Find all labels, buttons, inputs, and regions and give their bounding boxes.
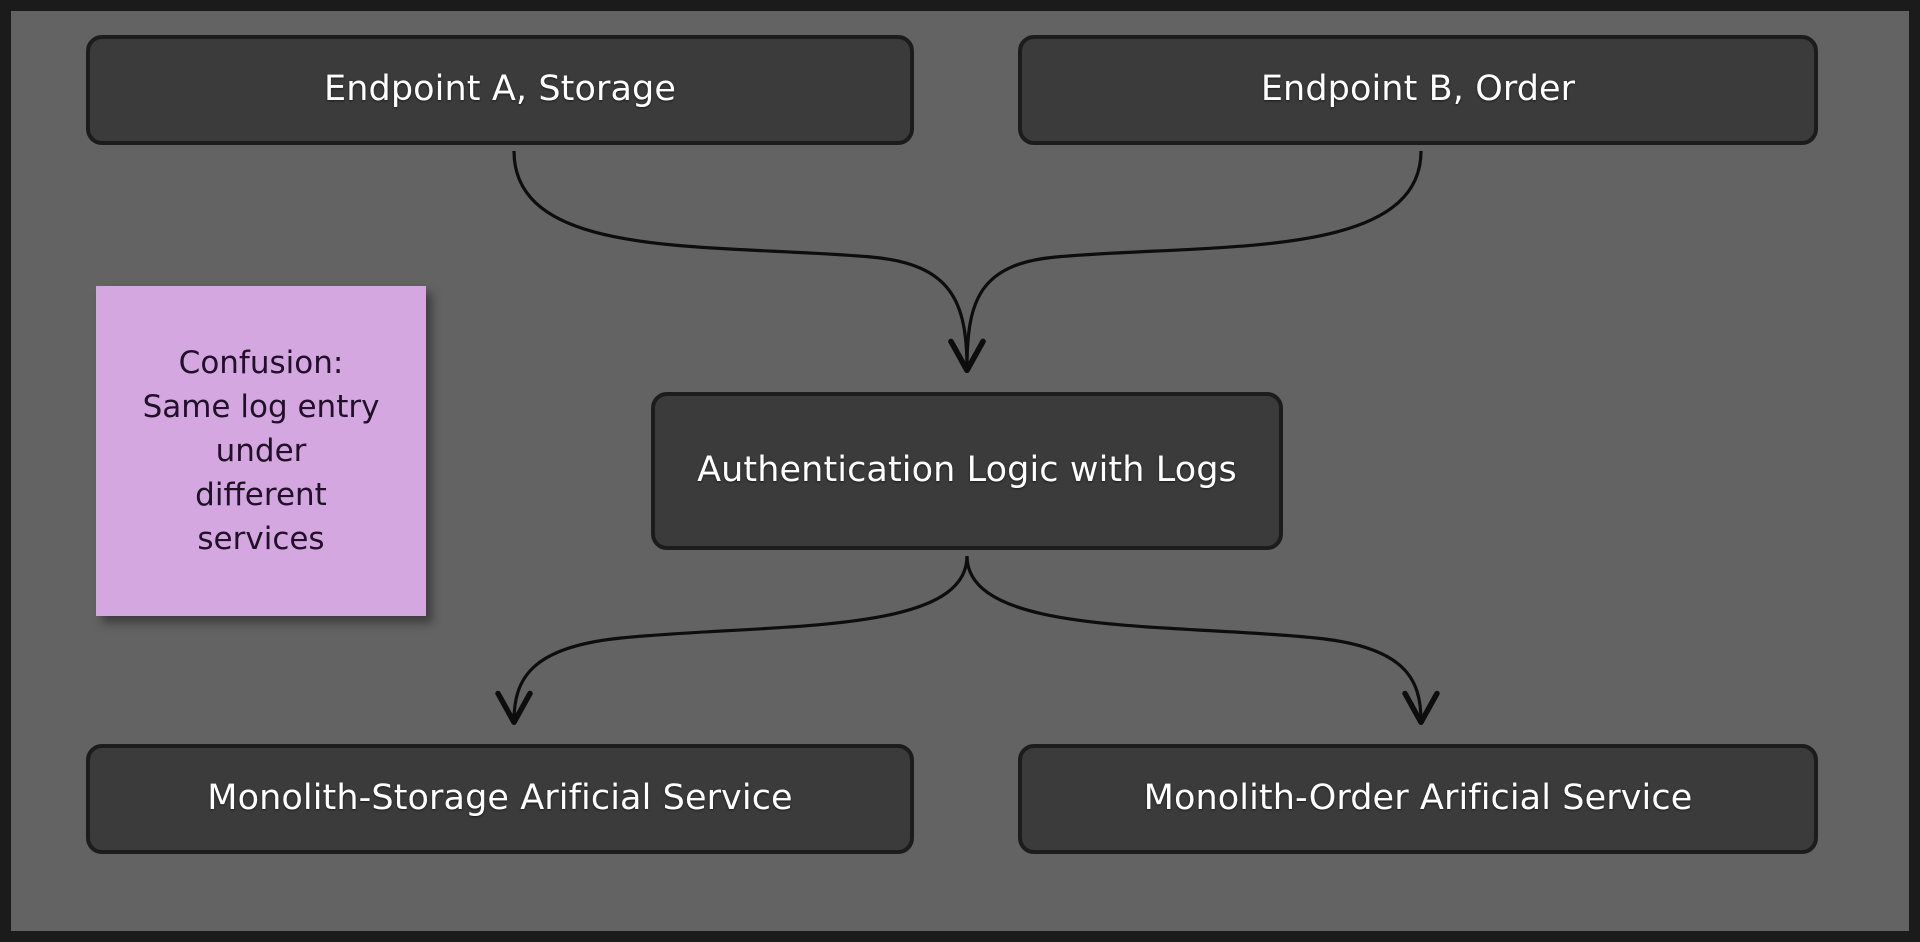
sticky-note[interactable]: Confusion: Same log entry under differen… <box>96 286 426 616</box>
node-endpoint-b[interactable]: Endpoint B, Order <box>1018 35 1818 145</box>
sticky-note-text: Confusion: Same log entry under differen… <box>142 344 380 558</box>
node-monolith-storage-service[interactable]: Monolith-Storage Arificial Service <box>86 744 914 854</box>
diagram-canvas[interactable]: Endpoint A, Storage Endpoint B, Order Au… <box>11 11 1909 931</box>
node-authentication-logic[interactable]: Authentication Logic with Logs <box>651 392 1283 550</box>
edge-auth-to-monolith-storage <box>495 555 969 725</box>
node-endpoint-a[interactable]: Endpoint A, Storage <box>86 35 914 145</box>
node-monolith-order-service[interactable]: Monolith-Order Arificial Service <box>1018 744 1818 854</box>
edge-endpoint-a-to-auth <box>512 150 986 373</box>
edge-endpoint-b-to-auth <box>948 150 1423 373</box>
edge-auth-to-monolith-order <box>965 555 1440 725</box>
